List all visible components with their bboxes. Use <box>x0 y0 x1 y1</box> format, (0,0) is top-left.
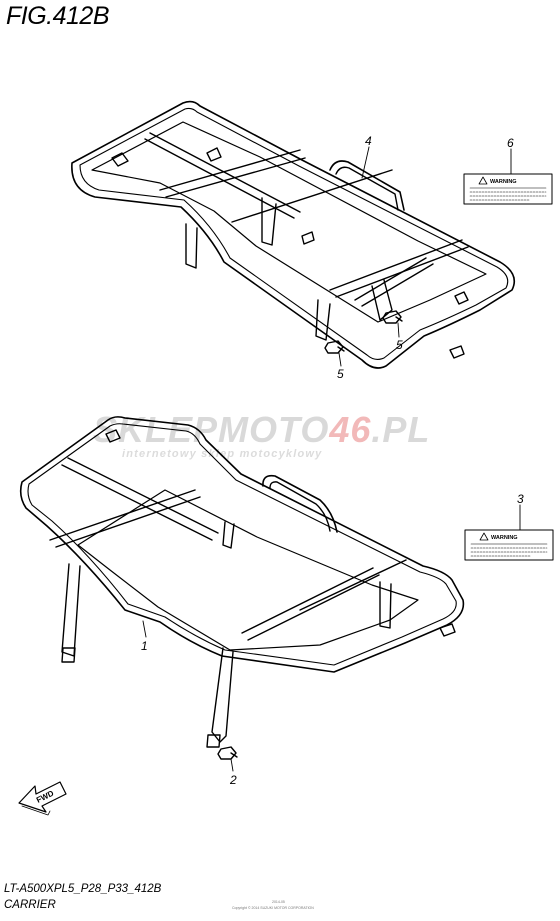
warning-label-3-drawing: WARNING <box>464 529 554 561</box>
watermark-tagline: internetowy sklep motocyklowy <box>122 448 322 460</box>
rear-carrier-drawing <box>19 416 465 748</box>
callout-4: 4 <box>365 134 372 148</box>
copyright-date: 2014-05 <box>272 900 285 904</box>
callouts: 4 6 5 5 3 1 2 <box>141 134 524 787</box>
front-carrier-drawing <box>71 100 516 369</box>
callout-5-lower: 5 <box>337 367 344 381</box>
warning-label-6-heading: WARNING <box>490 179 517 185</box>
model-code: LT-A500XPL5_P28_P33_412B <box>4 883 162 895</box>
watermark-brand-part2: MOTO <box>218 409 329 450</box>
copyright-text: Copyright © 2014 SUZUKI MOTOR CORPORATIO… <box>232 906 314 910</box>
callout-5-upper: 5 <box>396 338 403 352</box>
bolt-5a-drawing <box>382 310 403 324</box>
figure-title: FIG.412B <box>6 2 110 30</box>
forward-arrow: FWD <box>18 781 67 816</box>
warning-label-3-heading: WARNING <box>491 535 518 541</box>
watermark-brand-part4: .PL <box>371 409 430 450</box>
svg-text:SKLEPMOTO46.PL: SKLEPMOTO46.PL <box>93 409 430 450</box>
callout-3: 3 <box>517 492 524 506</box>
callout-6: 6 <box>507 136 514 150</box>
watermark: SKLEPMOTO46.PL internetowy sklep motocyk… <box>93 409 430 460</box>
bolt-2-drawing <box>217 746 238 760</box>
callout-1: 1 <box>141 639 148 653</box>
watermark-brand-part3: 46 <box>328 409 371 450</box>
bolt-5b-drawing <box>324 340 345 354</box>
warning-label-6-drawing: WARNING <box>463 173 553 205</box>
watermark-brand-part1: SKLEP <box>93 409 218 450</box>
group-name: CARRIER <box>4 899 56 911</box>
callout-2: 2 <box>229 773 237 787</box>
